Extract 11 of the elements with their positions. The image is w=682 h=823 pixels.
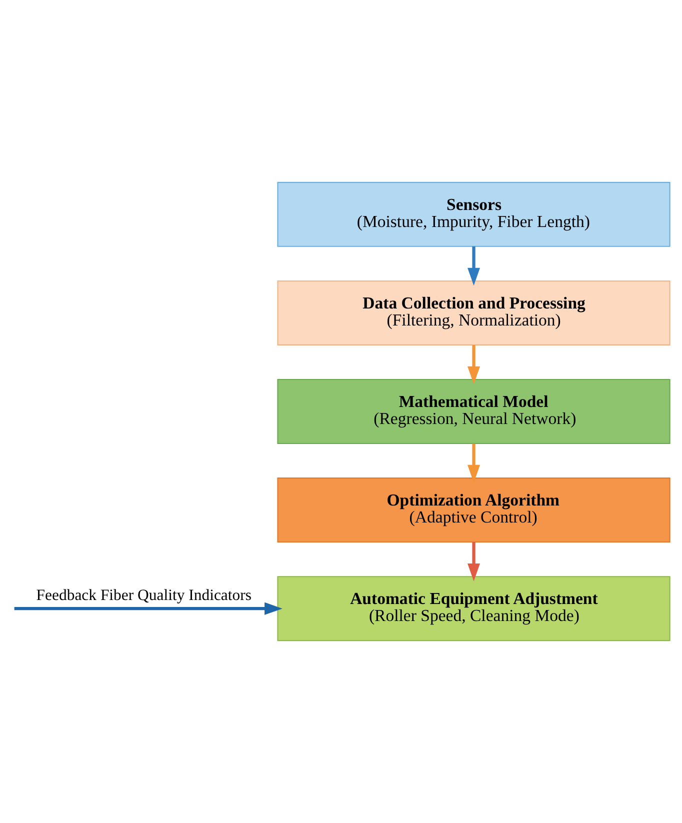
node-box: Sensors (Moisture, Impurity, Fiber Length) [276, 182, 670, 247]
arrow [467, 345, 480, 384]
arrow [467, 542, 480, 582]
arrow [467, 444, 480, 483]
node-box: Automatic Equipment Adjustment (Roller Speed, Cleaning Mode) [276, 576, 670, 642]
edge-label: Feedback Fiber Quality Indicators [36, 587, 251, 604]
node-box: Optimization Algorithm (Adaptive Control) [276, 478, 670, 543]
arrow [467, 246, 480, 286]
arrow [14, 602, 282, 615]
node-box: Mathematical Model (Regression, Neural Network) [276, 379, 670, 444]
node-box: Data Collection and Processing (Filtering, Normalization) [276, 280, 670, 346]
